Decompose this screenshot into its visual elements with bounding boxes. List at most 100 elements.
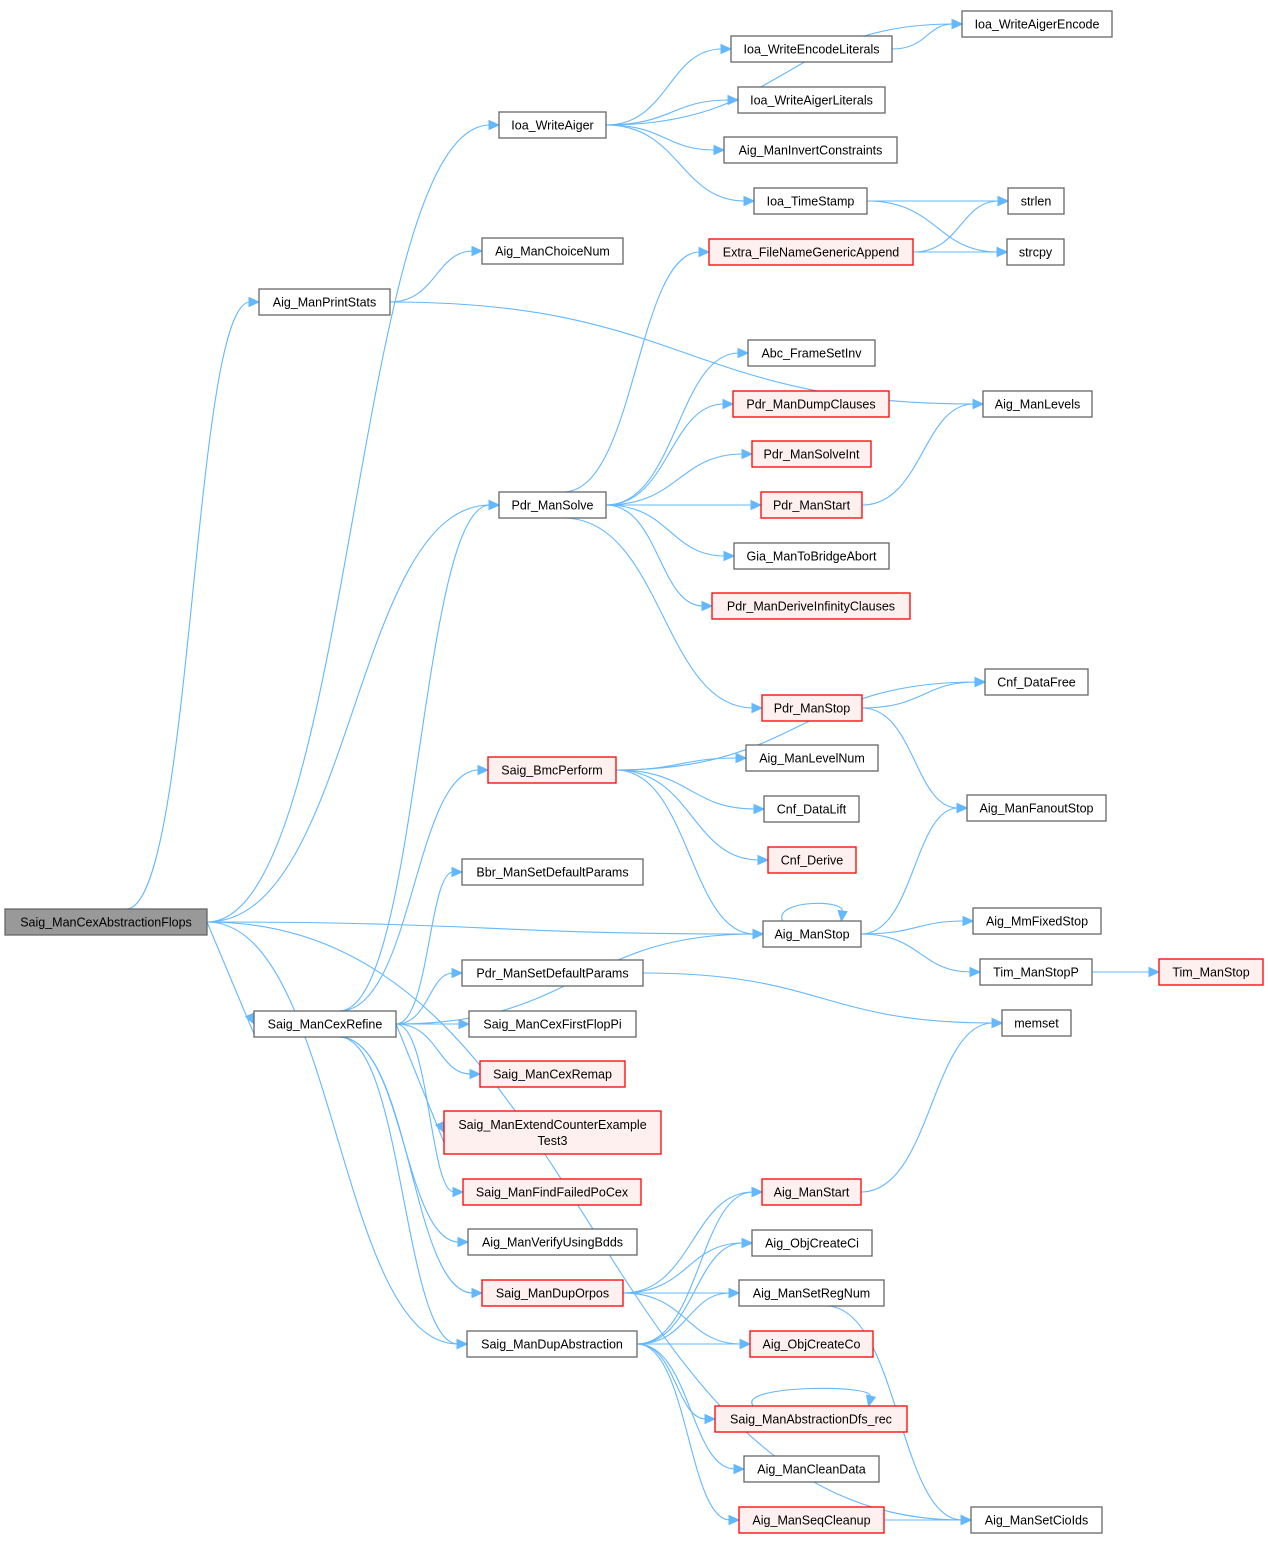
node-ioa-write-aiger[interactable]: Ioa_WriteAiger bbox=[498, 111, 607, 139]
node-label: Saig_ManExtendCounterExample bbox=[458, 1118, 646, 1132]
node-box bbox=[749, 1330, 874, 1358]
edge-saig-man-cex-refine-to-saig-bmc-perform bbox=[339, 764, 490, 1012]
node-box bbox=[982, 390, 1093, 418]
node-saig-man-find-failed-po-cex[interactable]: Saig_ManFindFailedPoCex bbox=[462, 1178, 642, 1206]
node-label: Tim_ManStop bbox=[1172, 966, 1249, 980]
edge-pdr-man-solve-to-pdr-man-dump-clauses bbox=[605, 398, 735, 506]
node-aig-obj-create-co[interactable]: Aig_ObjCreateCo bbox=[749, 1330, 874, 1358]
node-saig-man-dup-abstraction[interactable]: Saig_ManDupAbstraction bbox=[466, 1330, 638, 1358]
node-box bbox=[461, 959, 644, 987]
node-saig-man-cex-abstraction-flops[interactable]: Saig_ManCexAbstractionFlops bbox=[4, 908, 208, 936]
edge-saig-man-cex-refine-to-pdr-man-set-default-params bbox=[395, 967, 464, 1025]
node-cnf-data-free[interactable]: Cnf_DataFree bbox=[984, 668, 1089, 696]
node-label: Pdr_ManSolve bbox=[512, 499, 594, 513]
node-pdr-man-set-default-params[interactable]: Pdr_ManSetDefaultParams bbox=[461, 959, 644, 987]
node-box bbox=[762, 920, 862, 948]
node-gia-man-to-bridge-abort[interactable]: Gia_ManToBridgeAbort bbox=[733, 542, 890, 570]
node-label: Cnf_DataFree bbox=[997, 676, 1076, 690]
node-saig-bmc-perform[interactable]: Saig_BmcPerform bbox=[487, 756, 617, 784]
node-label: Pdr_ManDumpClauses bbox=[746, 398, 875, 412]
edge-aig-man-stop-to-tim-man-stop-p bbox=[860, 933, 982, 978]
node-label: Ioa_WriteAigerEncode bbox=[975, 18, 1100, 32]
node-aig-man-stop[interactable]: Aig_ManStop bbox=[762, 920, 862, 948]
node-label: memset bbox=[1014, 1017, 1059, 1031]
node-aig-man-choice-num[interactable]: Aig_ManChoiceNum bbox=[481, 237, 624, 265]
node-extra-file-name-generic-append[interactable]: Extra_FileNameGenericAppend bbox=[708, 238, 914, 266]
node-aig-mm-fixed-stop[interactable]: Aig_MmFixedStop bbox=[972, 907, 1102, 935]
node-box bbox=[481, 237, 624, 265]
node-label: Cnf_DataLift bbox=[777, 803, 847, 817]
node-saig-man-cex-first-flop-pi[interactable]: Saig_ManCexFirstFlopPi bbox=[468, 1010, 637, 1038]
node-pdr-man-dump-clauses[interactable]: Pdr_ManDumpClauses bbox=[732, 390, 890, 418]
node-pdr-man-solve[interactable]: Pdr_ManSolve bbox=[498, 491, 607, 519]
edges-layer bbox=[126, 18, 1161, 1526]
node-tim-man-stop[interactable]: Tim_ManStop bbox=[1158, 958, 1264, 986]
node-aig-man-levels[interactable]: Aig_ManLevels bbox=[982, 390, 1093, 418]
edge-aig-man-stop-to-aig-mm-fixed-stop bbox=[860, 915, 975, 935]
node-aig-man-level-num[interactable]: Aig_ManLevelNum bbox=[745, 744, 879, 772]
node-box bbox=[481, 1279, 624, 1307]
node-ioa-write-encode-literals[interactable]: Ioa_WriteEncodeLiterals bbox=[730, 35, 893, 63]
node-label: Aig_ManLevels bbox=[995, 398, 1080, 412]
edge-saig-man-cex-abstraction-flops-to-aig-man-print-stats bbox=[126, 296, 261, 910]
node-abc-frame-set-inv[interactable]: Abc_FrameSetInv bbox=[747, 339, 876, 367]
edge-saig-man-dup-abstraction-to-aig-man-seq-cleanup bbox=[636, 1343, 741, 1526]
node-label: Aig_ManSeqCleanup bbox=[752, 1514, 870, 1528]
node-aig-man-set-reg-num[interactable]: Aig_ManSetRegNum bbox=[738, 1279, 885, 1307]
edge-ioa-time-stamp-to-strlen bbox=[867, 195, 1010, 207]
node-label: Saig_ManCexRefine bbox=[268, 1018, 383, 1032]
node-aig-man-print-stats[interactable]: Aig_ManPrintStats bbox=[258, 288, 391, 316]
node-label: Aig_ManChoiceNum bbox=[495, 245, 610, 259]
node-label: Aig_ManSetRegNum bbox=[753, 1287, 870, 1301]
node-pdr-man-solve-int[interactable]: Pdr_ManSolveInt bbox=[751, 440, 872, 468]
edge-aig-man-start-to-memset bbox=[860, 1017, 1004, 1193]
node-box bbox=[253, 1010, 397, 1038]
node-aig-man-clean-data[interactable]: Aig_ManCleanData bbox=[743, 1455, 880, 1483]
node-ioa-write-aiger-literals[interactable]: Ioa_WriteAigerLiterals bbox=[737, 86, 886, 114]
node-bbr-man-set-default-params[interactable]: Bbr_ManSetDefaultParams bbox=[461, 858, 644, 886]
node-cnf-derive[interactable]: Cnf_Derive bbox=[767, 846, 857, 874]
node-label: Extra_FileNameGenericAppend bbox=[723, 246, 900, 260]
node-box bbox=[466, 1330, 638, 1358]
node-aig-man-fanout-stop[interactable]: Aig_ManFanoutStop bbox=[966, 794, 1107, 822]
node-box bbox=[738, 1506, 885, 1534]
edge-saig-man-cex-abstraction-flops-to-saig-man-dup-abstraction bbox=[206, 921, 469, 1350]
edge-saig-man-cex-refine-to-saig-man-cex-remap bbox=[395, 1023, 482, 1080]
edge-aig-man-seq-cleanup-to-aig-man-set-cio-ids bbox=[883, 1514, 973, 1526]
node-pdr-man-start[interactable]: Pdr_ManStart bbox=[760, 491, 863, 519]
node-box bbox=[1158, 958, 1264, 986]
node-pdr-man-derive-infinity-clauses[interactable]: Pdr_ManDeriveInfinityClauses bbox=[711, 592, 911, 620]
node-label: Aig_ManStop bbox=[774, 928, 849, 942]
edge-saig-man-dup-abstraction-to-aig-obj-create-ci bbox=[636, 1237, 754, 1345]
node-aig-man-invert-constraints[interactable]: Aig_ManInvertConstraints bbox=[723, 136, 898, 164]
node-strcpy[interactable]: strcpy bbox=[1006, 238, 1065, 266]
node-saig-man-dup-orpos[interactable]: Saig_ManDupOrpos bbox=[481, 1279, 624, 1307]
node-aig-man-verify-using-bdds[interactable]: Aig_ManVerifyUsingBdds bbox=[467, 1228, 638, 1256]
node-ioa-time-stamp[interactable]: Ioa_TimeStamp bbox=[753, 187, 868, 215]
edge-extra-file-name-generic-append-to-strcpy bbox=[913, 246, 1009, 258]
node-saig-man-cex-remap[interactable]: Saig_ManCexRemap bbox=[479, 1060, 626, 1088]
node-strlen[interactable]: strlen bbox=[1007, 187, 1065, 215]
node-aig-man-set-cio-ids[interactable]: Aig_ManSetCioIds bbox=[970, 1506, 1103, 1534]
node-label: strcpy bbox=[1019, 246, 1053, 260]
node-box bbox=[467, 1228, 638, 1256]
node-aig-obj-create-ci[interactable]: Aig_ObjCreateCi bbox=[751, 1229, 873, 1257]
node-box bbox=[961, 10, 1113, 38]
node-aig-man-seq-cleanup[interactable]: Aig_ManSeqCleanup bbox=[738, 1506, 885, 1534]
node-label: Aig_MmFixedStop bbox=[986, 915, 1088, 929]
node-box bbox=[487, 756, 617, 784]
node-ioa-write-aiger-encode[interactable]: Ioa_WriteAigerEncode bbox=[961, 10, 1113, 38]
node-pdr-man-stop[interactable]: Pdr_ManStop bbox=[761, 694, 863, 722]
edge-ioa-write-aiger-to-ioa-write-aiger-literals bbox=[605, 94, 740, 126]
node-aig-man-start[interactable]: Aig_ManStart bbox=[761, 1178, 862, 1206]
node-tim-man-stop-p[interactable]: Tim_ManStopP bbox=[979, 958, 1093, 986]
node-saig-man-abstraction-dfs-rec[interactable]: Saig_ManAbstractionDfs_rec bbox=[714, 1405, 908, 1433]
edge-saig-man-abstraction-dfs-rec-to-saig-man-abstraction-dfs-rec bbox=[751, 1387, 877, 1408]
node-cnf-data-lift[interactable]: Cnf_DataLift bbox=[763, 795, 860, 823]
node-saig-man-cex-refine[interactable]: Saig_ManCexRefine bbox=[253, 1010, 397, 1038]
node-box bbox=[1007, 187, 1065, 215]
node-memset[interactable]: memset bbox=[1001, 1009, 1072, 1037]
node-label: Ioa_WriteAiger bbox=[511, 119, 593, 133]
edge-tim-man-stop-p-to-tim-man-stop bbox=[1092, 966, 1161, 978]
